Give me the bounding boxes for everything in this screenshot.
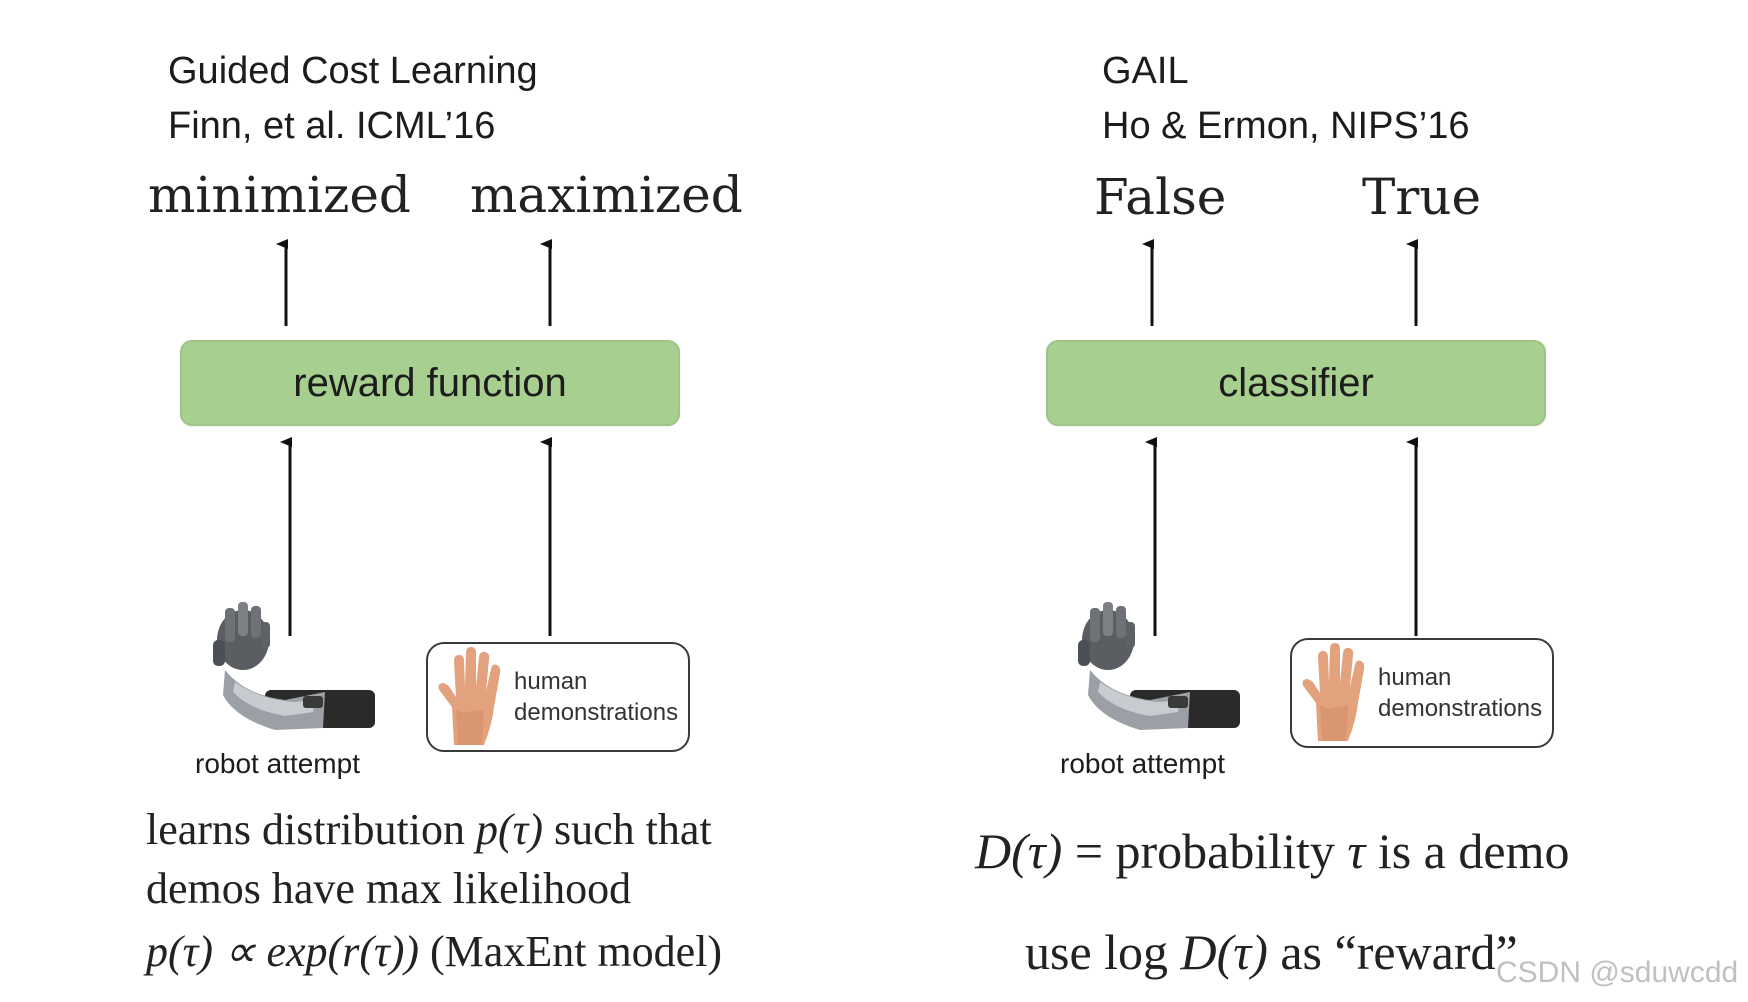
right-output-false: False (1094, 168, 1227, 226)
left-output-minimized: minimized (148, 166, 411, 224)
left-robot-attempt-label: robot attempt (195, 748, 360, 779)
left-human-demonstrations-box: human demonstrations (426, 642, 690, 752)
right-output-true: True (1362, 168, 1482, 226)
right-demo-label-line1: human (1378, 664, 1452, 691)
left-title: Guided Cost Learning (168, 50, 538, 92)
classifier-label: classifier (1218, 360, 1374, 405)
left-output-maximized: maximized (470, 166, 743, 224)
left-caption-line1: learns distribution p(τ) such that (146, 808, 712, 852)
reward-function-label: reward function (293, 360, 567, 405)
classifier-box: classifier (1046, 340, 1546, 426)
human-hand-icon (438, 647, 501, 745)
left-caption-line2: demos have max likelihood (146, 864, 632, 913)
left-caption-line3-b: (MaxEnt model) (419, 927, 723, 976)
left-caption-line1-a: learns distribution (146, 805, 476, 854)
left-caption-line3-math: p(τ) ∝ exp(r(τ)) (146, 927, 420, 976)
robot-hand-icon (213, 602, 375, 730)
right-caption-line1-tau: τ (1347, 823, 1366, 879)
right-caption-line2: use log D(τ) as “reward” (1025, 927, 1518, 977)
left-demo-label-line2: demonstrations (514, 699, 679, 726)
right-caption-line1-c: is a demo (1365, 823, 1570, 879)
right-caption-line2-b: as “reward” (1267, 924, 1518, 980)
left-demo-label-line1: human (514, 668, 588, 695)
left-demo-label: human demonstrations (514, 666, 678, 728)
right-caption-line1-math: D(τ) (975, 823, 1063, 879)
watermark: CSDN @sduwcdd (1496, 956, 1739, 989)
right-caption-line2-a: use log (1025, 924, 1181, 980)
right-robot-attempt-label: robot attempt (1060, 748, 1225, 779)
human-hand-icon (1302, 643, 1365, 741)
right-demo-label-line2: demonstrations (1378, 695, 1543, 722)
robot-hand-icon (1078, 602, 1240, 730)
right-citation: Ho & Ermon, NIPS’16 (1102, 105, 1470, 147)
reward-function-box: reward function (180, 340, 680, 426)
left-citation: Finn, et al. ICML’16 (168, 105, 496, 147)
right-human-demonstrations-box: human demonstrations (1290, 638, 1554, 748)
right-caption-line1-b: = probability (1062, 823, 1348, 879)
left-caption-line1-math: p(τ) (475, 805, 544, 854)
right-caption-line1: D(τ) = probability τ is a demo (975, 826, 1569, 876)
right-demo-label: human demonstrations (1378, 662, 1542, 724)
right-caption-line2-math: D(τ) (1180, 924, 1268, 980)
right-title: GAIL (1102, 50, 1189, 92)
left-caption-line3: p(τ) ∝ exp(r(τ)) (MaxEnt model) (146, 930, 722, 974)
left-caption-line1-b: such that (543, 805, 712, 854)
